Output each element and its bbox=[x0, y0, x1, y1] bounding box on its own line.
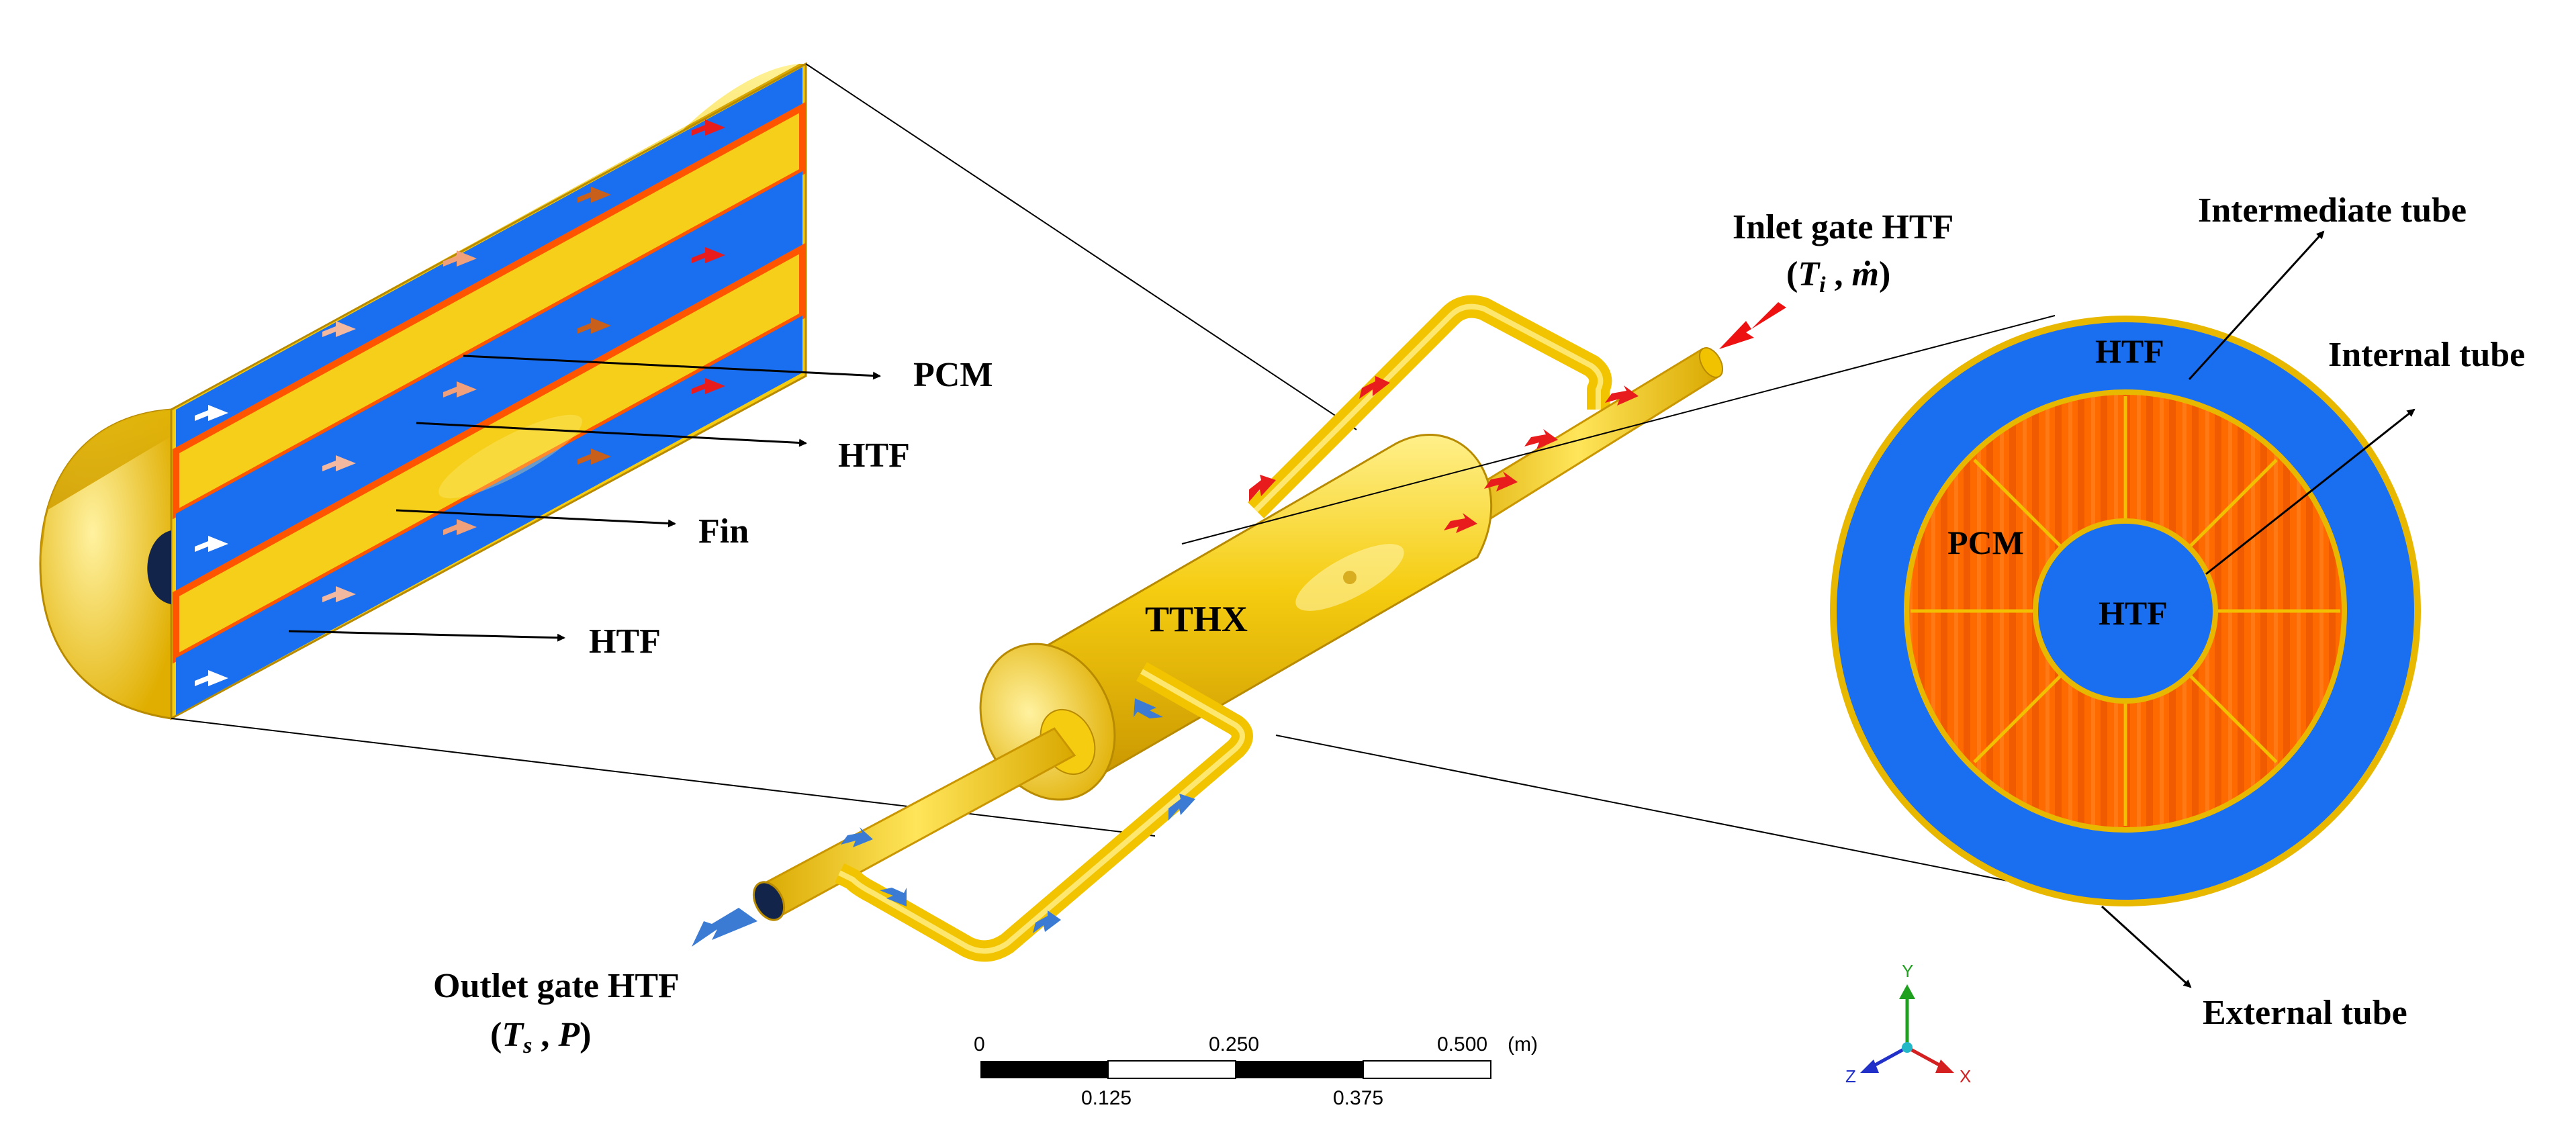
cutaway-section: PCM HTF Fin HTF bbox=[39, 62, 993, 720]
flow-arrow bbox=[322, 586, 356, 602]
flow-arrow bbox=[1605, 385, 1639, 406]
label-external-tube: External tube bbox=[2203, 994, 2407, 1032]
pointer-htf-2 bbox=[288, 630, 565, 642]
label-fin: Fin bbox=[698, 512, 749, 551]
cross-section: HTF PCM HTF Intermediate tube Internal t… bbox=[1830, 191, 2525, 1032]
label-inlet-sub: (Ti , ṁ) bbox=[1786, 255, 1890, 297]
flow-arrow bbox=[880, 888, 907, 906]
pointer-intermediate-tube bbox=[2188, 230, 2325, 381]
label-tthx: TTHX bbox=[1145, 599, 1248, 639]
inlet-pipe-end bbox=[1698, 347, 1724, 378]
flow-arrow bbox=[443, 519, 477, 535]
scale-unit: (m) bbox=[1508, 1033, 1538, 1055]
outlet-pipe bbox=[757, 727, 1076, 918]
scale-tick-500: 0.500 bbox=[1437, 1033, 1487, 1055]
label-pcm-ring: PCM bbox=[1947, 524, 2024, 561]
scale-bar: 0 0.250 0.500 (m) 0.125 0.375 bbox=[974, 1033, 1538, 1109]
label-outlet-sub: (Ts , P) bbox=[490, 1016, 591, 1058]
pointer-pcm bbox=[463, 355, 881, 380]
scale-seg-1 bbox=[980, 1061, 1108, 1078]
flow-arrow bbox=[195, 536, 228, 552]
projection-line bbox=[1275, 735, 2035, 887]
flow-arrow bbox=[692, 120, 725, 136]
cutaway-htf-band-1 bbox=[176, 67, 802, 451]
flow-arrow bbox=[578, 318, 611, 334]
flow-arrow bbox=[443, 250, 477, 267]
pointer-internal-tube bbox=[2205, 408, 2416, 575]
label-intermediate-tube: Intermediate tube bbox=[2198, 191, 2467, 230]
radial-fins bbox=[1911, 396, 2340, 826]
scale-tick-0: 0 bbox=[974, 1033, 985, 1055]
label-htf-left-1: HTF bbox=[838, 436, 910, 475]
projection-line bbox=[1181, 315, 2056, 545]
cutaway-htf-band-2 bbox=[176, 171, 802, 594]
flow-arrow bbox=[578, 449, 611, 465]
cutaway-inner-hole bbox=[147, 530, 171, 604]
pointer-htf-1 bbox=[416, 422, 807, 447]
flow-arrow bbox=[1249, 475, 1276, 502]
pointer-external-tube bbox=[2101, 905, 2192, 988]
flow-arrow bbox=[841, 827, 873, 847]
tthx-assembly: TTHX bbox=[692, 295, 1786, 962]
flow-arrow bbox=[692, 247, 725, 263]
flow-arrow bbox=[443, 381, 477, 397]
label-htf-left-2: HTF bbox=[589, 622, 661, 661]
label-outlet-title: Outlet gate HTF bbox=[433, 967, 680, 1005]
scale-tick-125: 0.125 bbox=[1081, 1087, 1132, 1109]
scale-tick-250: 0.250 bbox=[1209, 1033, 1259, 1055]
main-cylinder bbox=[1012, 434, 1493, 784]
flow-arrow bbox=[1168, 794, 1195, 820]
flow-arrow bbox=[195, 405, 228, 421]
scale-seg-4 bbox=[1363, 1060, 1491, 1079]
inner-htf-core bbox=[2038, 524, 2213, 698]
flow-arrow bbox=[1359, 376, 1390, 399]
flow-arrow bbox=[195, 670, 228, 686]
outlet-main-arrow bbox=[692, 908, 757, 947]
inlet-main-arrow bbox=[1719, 302, 1786, 349]
scale-seg-2 bbox=[1107, 1060, 1236, 1079]
z-axis-icon bbox=[1869, 1045, 1908, 1070]
x-axis-icon bbox=[1906, 1045, 1945, 1070]
flow-arrow bbox=[1484, 471, 1518, 491]
label-htf-ring: HTF bbox=[2095, 332, 2164, 370]
axis-label-x: X bbox=[1960, 1066, 1971, 1086]
flow-arrow bbox=[1134, 698, 1163, 718]
cutaway-fin-highlight bbox=[439, 414, 582, 499]
label-pcm-left: PCM bbox=[913, 356, 993, 394]
flow-arrow bbox=[322, 321, 356, 337]
flow-arrow bbox=[692, 378, 725, 394]
axis-label-y: Y bbox=[1902, 961, 1913, 981]
cylinder-dimple bbox=[1343, 571, 1356, 584]
flow-arrow bbox=[322, 455, 356, 471]
flow-arrow bbox=[1524, 429, 1558, 449]
projection-line bbox=[805, 63, 1357, 430]
label-inlet-title: Inlet gate HTF bbox=[1733, 208, 1953, 246]
label-internal-tube: Internal tube bbox=[2328, 336, 2525, 374]
flow-arrow bbox=[1444, 513, 1477, 533]
flow-arrow bbox=[578, 187, 611, 203]
axis-triad: Y X Z bbox=[1845, 961, 1971, 1086]
projection-line bbox=[171, 718, 1156, 837]
inlet-flow-arrows bbox=[1249, 302, 1786, 533]
outlet-flow-arrows bbox=[692, 698, 1195, 947]
flow-arrow bbox=[1033, 910, 1061, 933]
scale-seg-3 bbox=[1236, 1061, 1363, 1078]
pointer-fin bbox=[396, 509, 676, 528]
outlet-pipe-end bbox=[752, 881, 786, 921]
scale-tick-375: 0.375 bbox=[1333, 1087, 1383, 1109]
cutaway-flow-arrows bbox=[195, 120, 725, 686]
label-htf-core: HTF bbox=[2099, 594, 2168, 632]
axis-label-z: Z bbox=[1845, 1066, 1856, 1086]
